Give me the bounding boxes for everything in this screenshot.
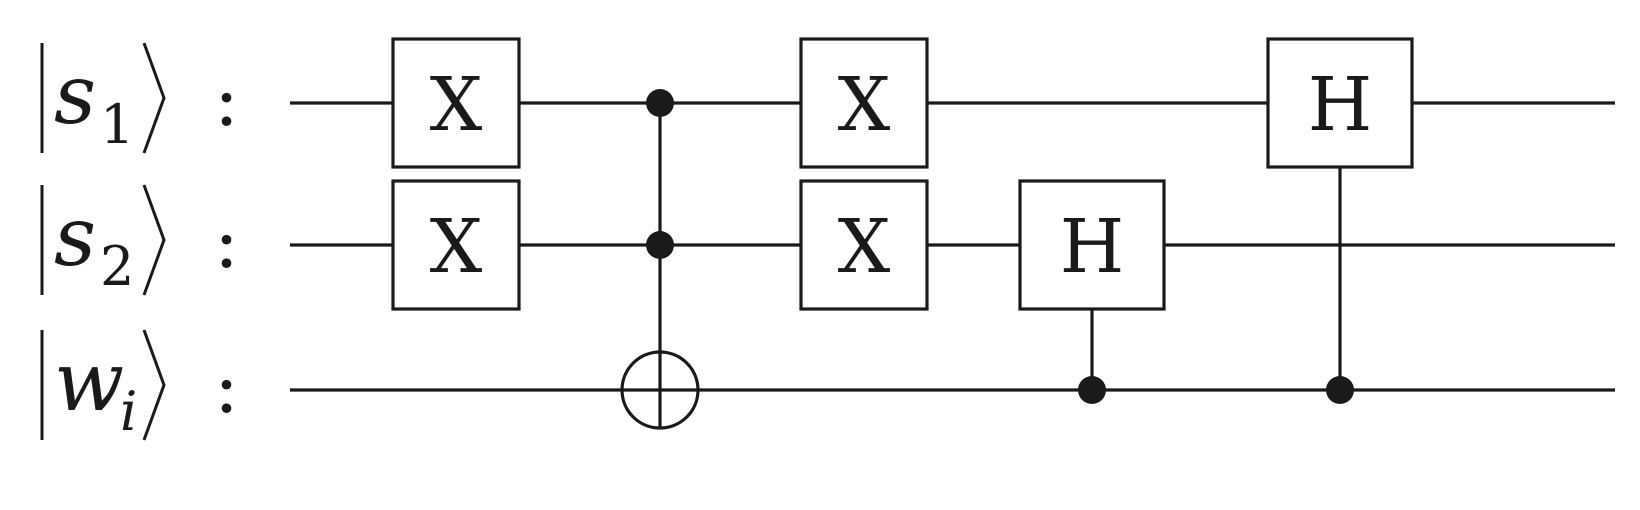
ket-symbol: w xyxy=(54,335,124,430)
cnot-target-icon xyxy=(620,350,700,430)
ket-label-wi: wi: xyxy=(40,329,239,443)
gate-label: X xyxy=(430,204,483,290)
ket-right-angle xyxy=(142,184,166,296)
control-dot xyxy=(1326,376,1354,404)
ket-right-angle xyxy=(142,42,166,154)
ket-right-angle xyxy=(142,329,166,441)
x-gate: X xyxy=(391,179,521,311)
gate-box xyxy=(1266,37,1414,169)
toffoli-gate xyxy=(620,89,700,430)
ket-subscript: 1 xyxy=(100,93,134,156)
gate-box xyxy=(1018,179,1166,311)
control-dot xyxy=(646,231,674,259)
gate-label: H xyxy=(1308,62,1373,148)
hadamard-gate: H xyxy=(1018,179,1166,311)
x-gate: X xyxy=(391,37,521,169)
control-dot xyxy=(646,89,674,117)
gate-label: H xyxy=(1060,204,1125,290)
ket-symbol: s xyxy=(54,48,96,143)
ket-separator: : xyxy=(214,57,239,143)
gate-box xyxy=(391,179,521,311)
gate-label: X xyxy=(838,204,891,290)
ket-subscript: 2 xyxy=(100,235,134,298)
hadamard-gate: H xyxy=(1266,37,1414,169)
x-gate: X xyxy=(799,179,929,311)
ket-separator: : xyxy=(214,344,239,430)
gate-label: X xyxy=(838,62,891,148)
x-gate: X xyxy=(799,37,929,169)
ket-separator: : xyxy=(214,199,239,285)
gate-box xyxy=(799,37,929,169)
gate-box xyxy=(391,37,521,169)
gate-label: X xyxy=(430,62,483,148)
gate-box xyxy=(799,179,929,311)
ket-subscript: i xyxy=(120,380,137,443)
ket-symbol: s xyxy=(54,190,96,285)
control-dot xyxy=(1078,376,1106,404)
